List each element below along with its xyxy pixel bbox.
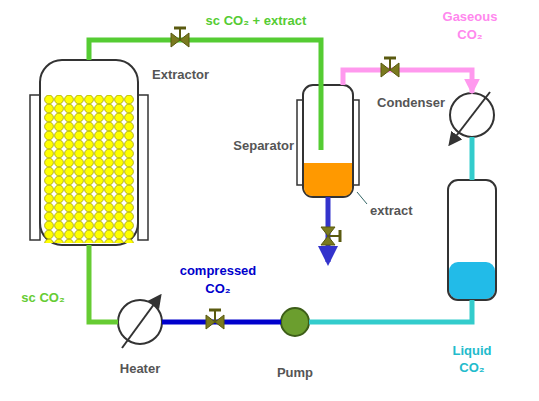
part-label: extract (370, 203, 413, 219)
node-label: Liquid CO₂ (442, 342, 502, 376)
condenser-symbol: Condenser (450, 93, 494, 137)
pump-symbol: Pump (281, 308, 309, 336)
node-label: Separator (233, 137, 294, 154)
valve-symbol (381, 58, 399, 77)
flow-label: compressed CO₂ (170, 262, 266, 298)
flow-label: sc CO₂ + extract (196, 12, 316, 30)
extract-liquid (304, 163, 352, 196)
node-label: Pump (265, 364, 325, 381)
valve-symbol (206, 310, 224, 329)
extractor-vessel: Extractor (40, 60, 138, 245)
heating-jacket (30, 95, 40, 240)
pipe (89, 245, 118, 322)
heater-arrow (122, 296, 160, 348)
pump-symbol (281, 308, 309, 336)
liquid-co2 (449, 262, 495, 299)
storage-tank: Liquid CO₂ (448, 180, 496, 300)
storage-tank (448, 180, 496, 300)
heater-symbol: Heater (118, 300, 162, 344)
separator-vessel (303, 85, 353, 197)
flow-label: Gaseous CO₂ (430, 8, 510, 44)
packed-bed (44, 95, 134, 243)
pipe (89, 40, 321, 85)
extractor-vessel (40, 60, 138, 245)
separator-vessel: Separator (303, 85, 353, 197)
valve-symbol (171, 28, 189, 47)
condenser-arrow (450, 92, 490, 144)
node-label: Extractor (152, 66, 209, 83)
node-label: Heater (100, 360, 180, 377)
flow-label: sc CO₂ (12, 289, 74, 307)
pipe (470, 137, 475, 180)
valve-symbol (321, 227, 340, 245)
heating-jacket (138, 95, 148, 240)
dip-tube (319, 85, 324, 150)
pipe (309, 300, 472, 322)
pipe (343, 70, 472, 93)
leader-line (357, 192, 367, 204)
node-label: Condenser (377, 94, 445, 111)
